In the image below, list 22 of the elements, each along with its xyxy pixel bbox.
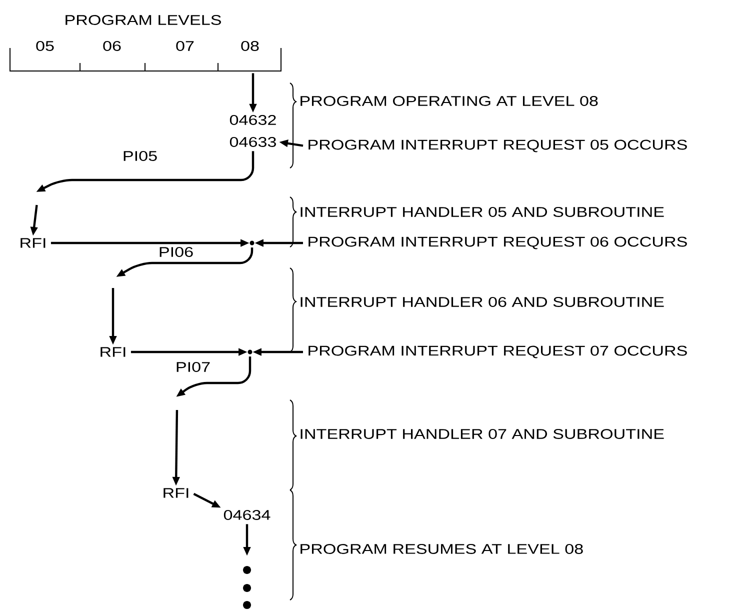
level-number: 05 <box>36 41 54 51</box>
rfi-label: RFI <box>20 238 46 248</box>
brace-text: INTERRUPT HANDLER 06 AND SUBROUTINE <box>300 297 664 307</box>
edge-label: PI05 <box>121 150 159 162</box>
level-number: 08 <box>241 41 259 51</box>
address-label: 04633 <box>230 137 276 147</box>
rfi-label: RFI <box>100 347 126 357</box>
address-label: 04634 <box>224 510 270 520</box>
brace-text: INTERRUPT HANDLER 05 AND SUBROUTINE <box>300 207 664 217</box>
edge-label: PI06 <box>157 246 195 258</box>
brace-text: PROGRAM OPERATING AT LEVEL 08 <box>300 96 598 106</box>
edge-label: PI07 <box>174 361 212 373</box>
brace-text: PROGRAM RESUMES AT LEVEL 08 <box>300 544 583 554</box>
brace-text: INTERRUPT HANDLER 07 AND SUBROUTINE <box>300 429 664 439</box>
request-text: PROGRAM INTERRUPT REQUEST 07 OCCURS <box>308 346 687 358</box>
request-text: PROGRAM INTERRUPT REQUEST 05 OCCURS <box>308 140 687 152</box>
request-text: PROGRAM INTERRUPT REQUEST 06 OCCURS <box>308 236 687 250</box>
level-number: 07 <box>176 41 194 51</box>
rfi-label: RFI <box>164 488 188 498</box>
level-number: 06 <box>103 41 121 51</box>
address-label: 04632 <box>230 115 276 125</box>
scale-title: PROGRAM LEVELS <box>66 15 221 25</box>
